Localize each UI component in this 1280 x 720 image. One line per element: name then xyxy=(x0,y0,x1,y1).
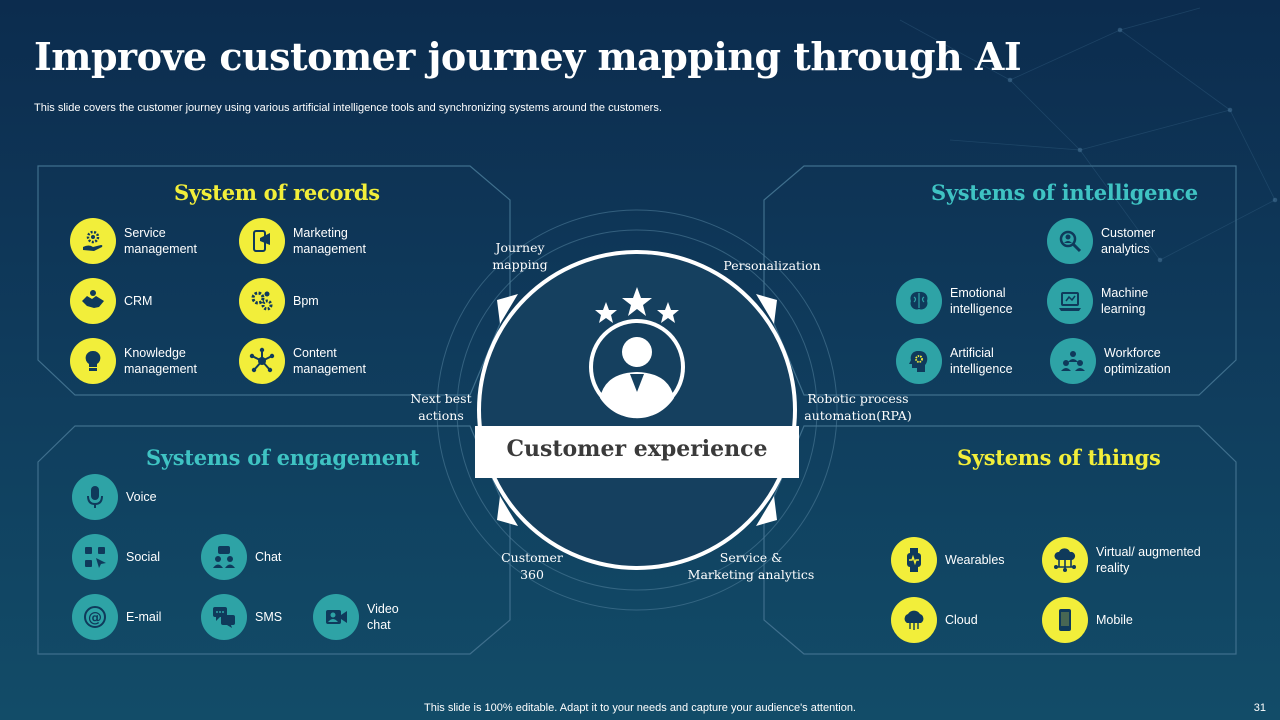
record-label: Service management xyxy=(124,226,197,256)
record-crm: CRM xyxy=(70,278,216,324)
megaphone-phone-icon xyxy=(239,218,285,264)
intel-workforce-optimization: Workforce optimization xyxy=(1050,338,1196,384)
page-subtitle: This slide covers the customer journey u… xyxy=(34,102,662,114)
record-label: Marketing management xyxy=(293,226,366,256)
engagement-title: Systems of engagement xyxy=(146,445,420,470)
record-marketing-management: Marketing management xyxy=(239,218,385,264)
network-icon xyxy=(239,338,285,384)
team-icon xyxy=(1050,338,1096,384)
lightbulb-icon xyxy=(70,338,116,384)
intel-machine-learning: Machine learning xyxy=(1047,278,1193,324)
gears-icon xyxy=(239,278,285,324)
intelligence-title: Systems of intelligence xyxy=(931,180,1198,205)
page-number: 31 xyxy=(1253,702,1266,714)
intel-label: Customer analytics xyxy=(1101,226,1156,256)
things-wearables: Wearables xyxy=(891,537,1037,583)
things-label: Mobile xyxy=(1096,613,1133,627)
intel-label: Artificial intelligence xyxy=(950,346,1013,376)
mobile-icon xyxy=(1042,597,1088,643)
smartwatch-icon xyxy=(891,537,937,583)
customer-experience-label: Customer experience xyxy=(506,436,768,462)
things-label: Cloud xyxy=(945,613,978,627)
record-label: CRM xyxy=(124,294,153,308)
page-title: Improve customer journey mapping through… xyxy=(34,34,1022,79)
stage-rpa: Robotic process automation(RPA) xyxy=(804,391,912,423)
video-chat-icon xyxy=(313,594,359,640)
stage-personalization: Personalization xyxy=(723,258,821,273)
handshake-icon xyxy=(70,278,116,324)
intel-customer-analytics: Customer analytics xyxy=(1047,218,1193,264)
things-label: Wearables xyxy=(945,553,1005,567)
microphone-icon xyxy=(72,474,118,520)
stage-next-best-actions: Next best actions xyxy=(410,391,472,423)
record-label: Content management xyxy=(293,346,366,376)
intel-artificial-intelligence: Artificial intelligence xyxy=(896,338,1042,384)
cloud-icon xyxy=(891,597,937,643)
record-label: Knowledge management xyxy=(124,346,197,376)
record-label: Bpm xyxy=(293,294,319,308)
intel-label: Emotional intelligence xyxy=(950,286,1013,316)
social-icon xyxy=(72,534,118,580)
engagement-label: SMS xyxy=(255,610,283,624)
gear-hand-icon xyxy=(70,218,116,264)
svg-text:@: @ xyxy=(88,610,102,626)
chat-users-icon xyxy=(201,534,247,580)
stage-journey-mapping: Journey mapping xyxy=(492,240,548,272)
things-virtual-reality: Virtual/ augmented reality xyxy=(1042,537,1216,583)
engagement-sms: SMS xyxy=(201,594,347,640)
magnifier-person-icon xyxy=(1047,218,1093,264)
sms-icon xyxy=(201,594,247,640)
engagement-label: Chat xyxy=(255,550,282,564)
intel-label: Workforce optimization xyxy=(1104,346,1171,376)
stage-customer-360: Customer 360 xyxy=(501,550,563,582)
footer-note: This slide is 100% editable. Adapt it to… xyxy=(424,702,856,714)
engagement-video-chat: Video chat xyxy=(313,594,417,640)
things-cloud: Cloud xyxy=(891,597,1037,643)
things-title: Systems of things xyxy=(957,445,1161,470)
things-mobile: Mobile xyxy=(1042,597,1188,643)
laptop-icon xyxy=(1047,278,1093,324)
at-sign-icon: @ xyxy=(72,594,118,640)
engagement-email: @ E-mail xyxy=(72,594,218,640)
engagement-label: Voice xyxy=(126,490,157,504)
record-bpm: Bpm xyxy=(239,278,385,324)
engagement-label: Video chat xyxy=(367,602,399,632)
cloud-network-icon xyxy=(1042,537,1088,583)
engagement-chat: Chat xyxy=(201,534,347,580)
head-gear-icon xyxy=(896,338,942,384)
records-title: System of records xyxy=(174,180,380,205)
intel-emotional-intelligence: Emotional intelligence xyxy=(896,278,1042,324)
record-knowledge-management: Knowledge management xyxy=(70,338,216,384)
things-label: Virtual/ augmented reality xyxy=(1096,545,1201,575)
intel-label: Machine learning xyxy=(1101,286,1149,316)
stage-service-marketing-analytics: Service & Marketing analytics xyxy=(687,550,815,582)
engagement-social: Social xyxy=(72,534,218,580)
engagement-label: Social xyxy=(126,550,161,564)
record-service-management: Service management xyxy=(70,218,216,264)
engagement-voice: Voice xyxy=(72,474,218,520)
engagement-label: E-mail xyxy=(126,610,162,624)
record-content-management: Content management xyxy=(239,338,385,384)
brain-icon xyxy=(896,278,942,324)
